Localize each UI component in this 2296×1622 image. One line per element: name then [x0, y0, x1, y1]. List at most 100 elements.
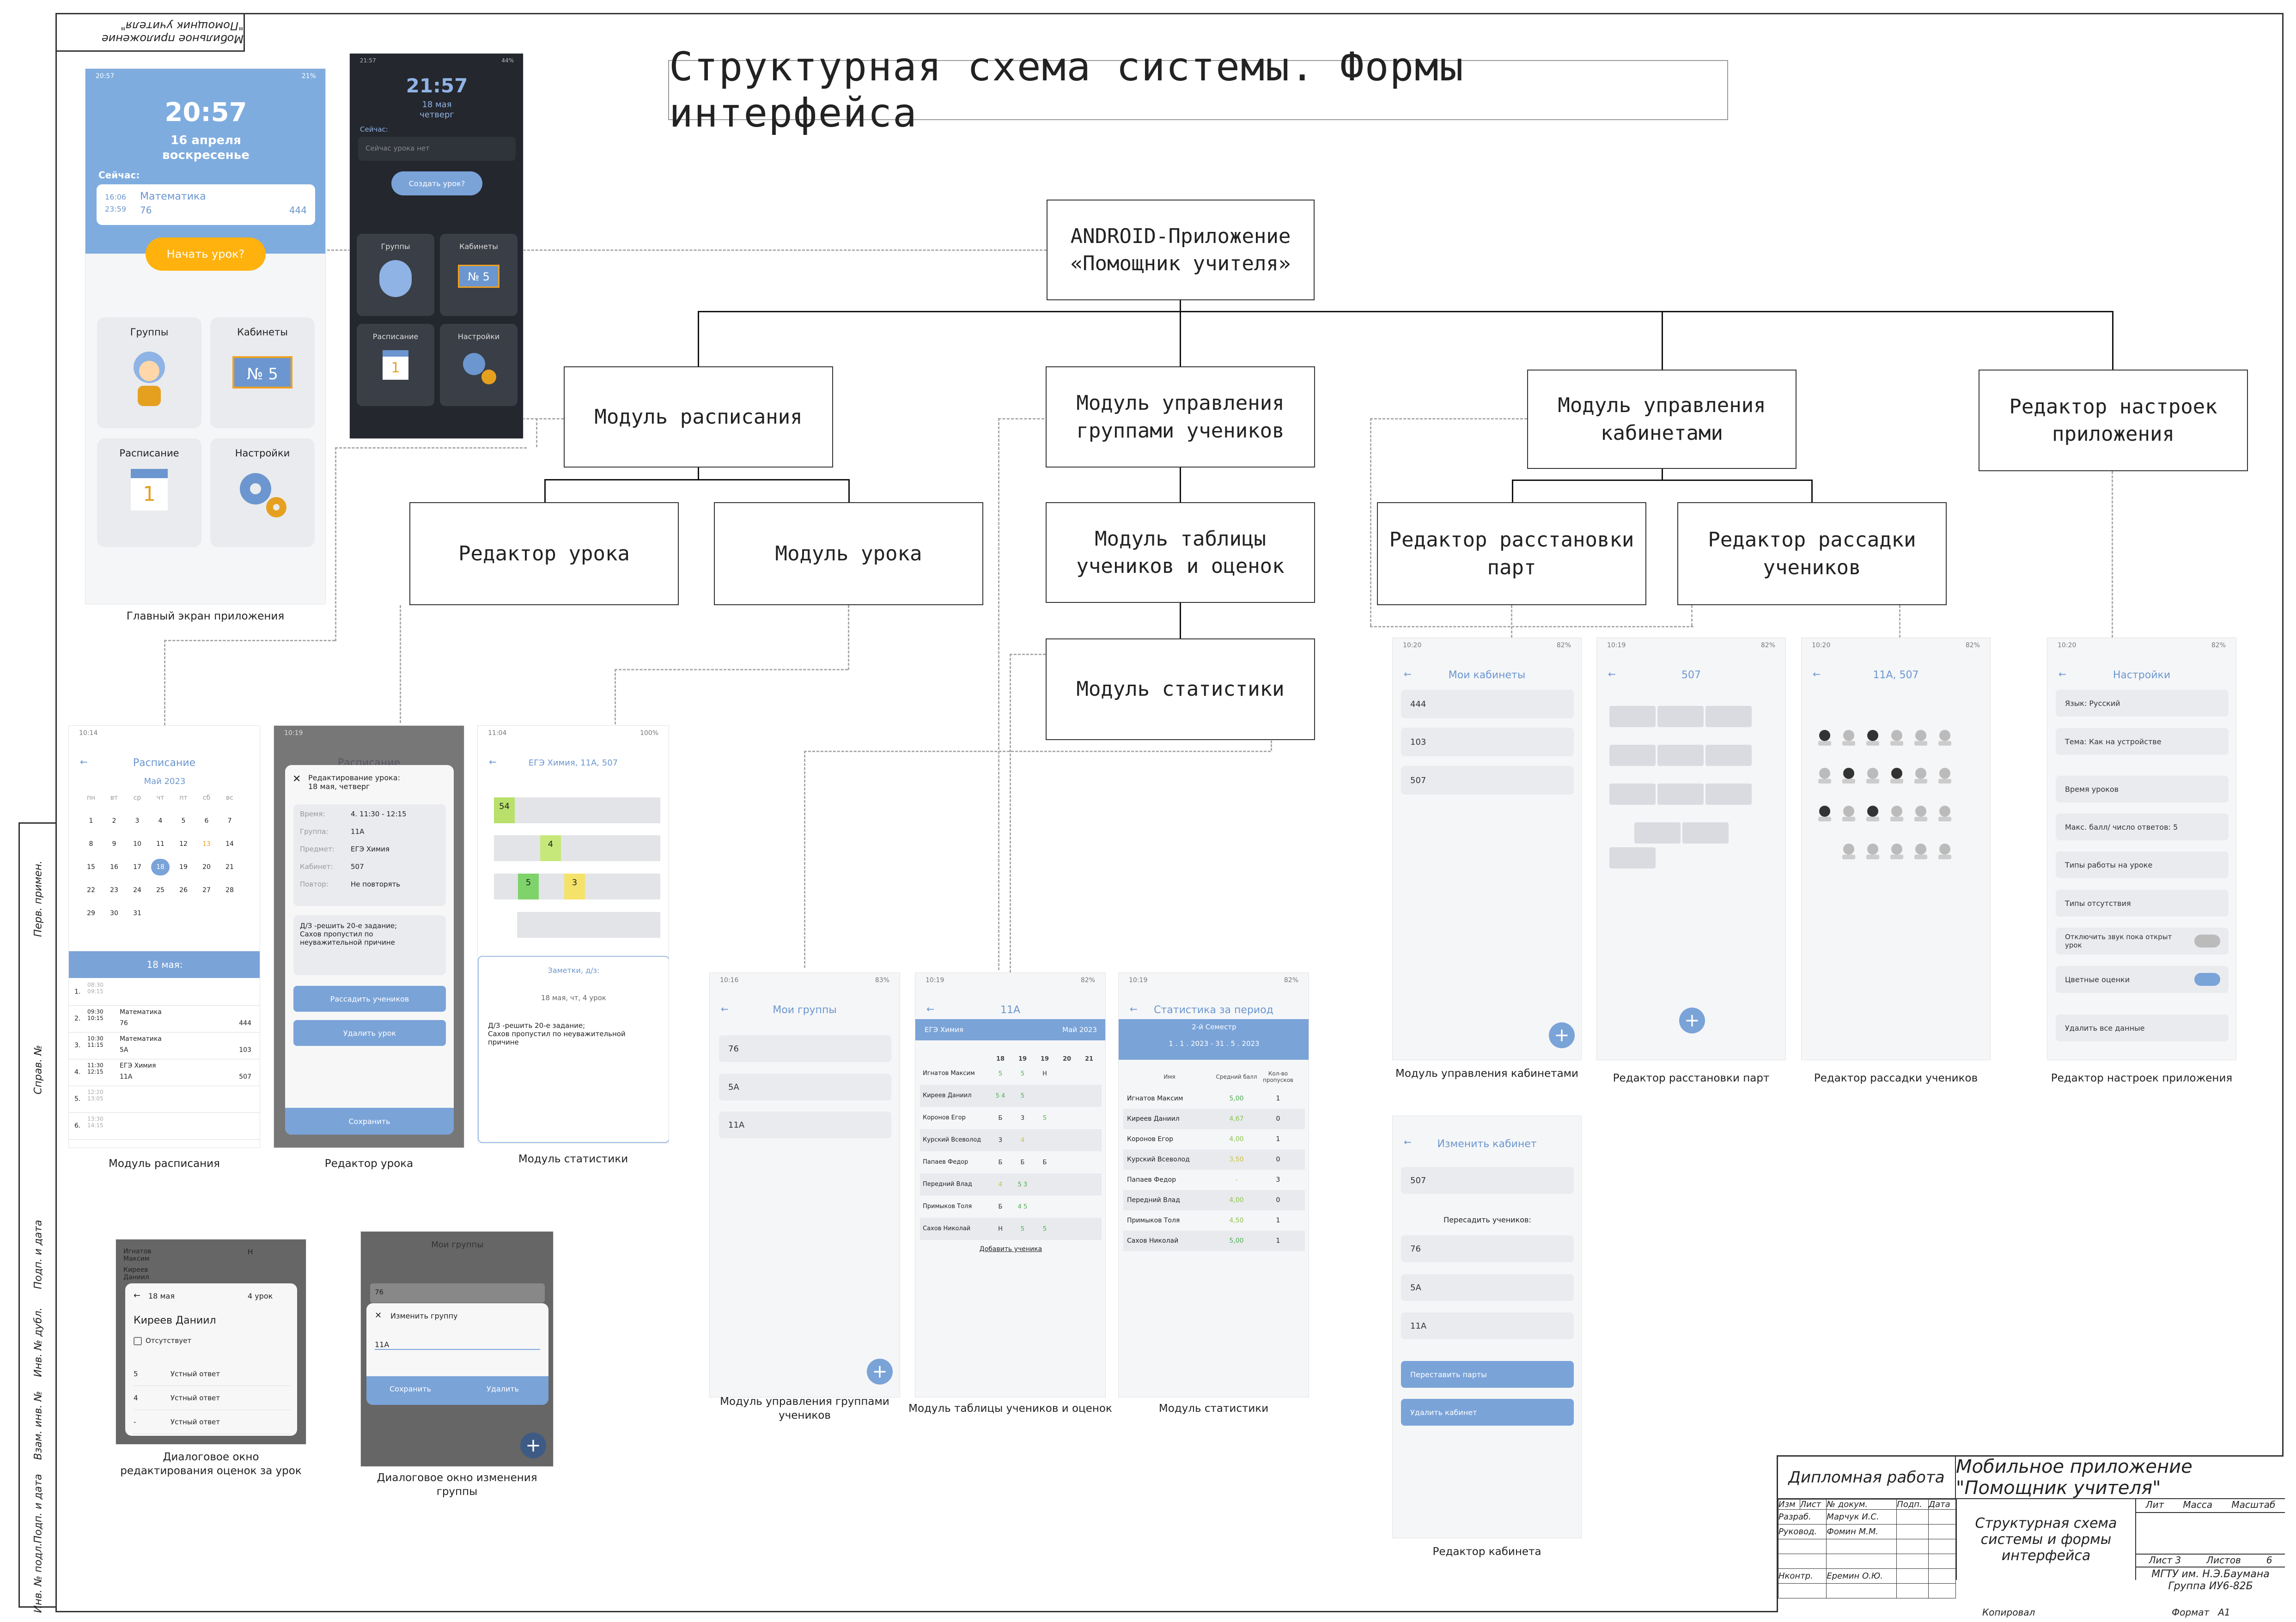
grade-cell[interactable]: Н: [998, 1225, 1003, 1233]
grade-cell[interactable]: 5: [1042, 1114, 1047, 1122]
desk[interactable]: [1682, 822, 1729, 844]
calendar-day[interactable]: 30: [110, 910, 118, 917]
seat-icon[interactable]: [1936, 766, 1954, 784]
seat-icon[interactable]: [1864, 766, 1882, 784]
setting-work-types[interactable]: Типы работы на уроке: [2056, 851, 2229, 878]
setting-max-grade[interactable]: Макс. балл/ число ответов: 5: [2056, 814, 2229, 840]
seat-icon[interactable]: [1864, 728, 1882, 747]
colored-grades-toggle[interactable]: [2194, 973, 2220, 986]
grade-cell[interactable]: 4: [998, 1181, 1003, 1188]
calendar-day[interactable]: 3: [135, 817, 140, 825]
grade-cell[interactable]: 5: [1042, 1225, 1047, 1233]
calendar-day[interactable]: 7: [227, 817, 232, 825]
create-lesson-button[interactable]: Создать урок?: [391, 171, 482, 195]
group-item[interactable]: 5А: [1401, 1274, 1574, 1301]
lesson-field[interactable]: Время:4. 11:30 - 12:15: [300, 810, 439, 827]
calendar-day[interactable]: 31: [133, 910, 141, 917]
seat-icon[interactable]: [1864, 842, 1882, 860]
seat-icon[interactable]: [1912, 804, 1930, 822]
desk[interactable]: [1705, 745, 1752, 766]
grade-cell[interactable]: 3: [998, 1136, 1003, 1144]
lesson-row[interactable]: 5.12:20 13:05: [69, 1086, 260, 1113]
grade-cell[interactable]: Б: [1020, 1159, 1025, 1166]
grade-cell[interactable]: 5 3: [1017, 1181, 1028, 1188]
seat-icon[interactable]: [1888, 766, 1906, 784]
move-desks-button[interactable]: Переставить парты: [1401, 1361, 1574, 1388]
calendar-day[interactable]: 26: [179, 887, 188, 894]
cabinet-name-field[interactable]: 507: [1401, 1167, 1574, 1194]
back-arrow-icon[interactable]: ←: [1404, 1136, 1412, 1148]
add-room-button[interactable]: +: [1549, 1022, 1575, 1048]
calendar-day[interactable]: 19: [179, 863, 188, 871]
desk[interactable]: [1609, 706, 1656, 727]
calendar-day[interactable]: 27: [202, 887, 211, 894]
seat-icon[interactable]: [1888, 728, 1906, 747]
checkbox-icon[interactable]: [134, 1336, 142, 1345]
desk-grid[interactable]: [1608, 705, 1766, 871]
add-group-button[interactable]: +: [867, 1359, 893, 1385]
lesson-field[interactable]: Кабинет:507: [300, 863, 439, 880]
group-item[interactable]: 5А: [719, 1074, 891, 1100]
group-item[interactable]: 11А: [719, 1112, 891, 1138]
room-item[interactable]: 103: [1401, 728, 1574, 756]
calendar-day[interactable]: 2: [112, 817, 116, 825]
calendar-day[interactable]: 13: [202, 840, 211, 848]
mute-toggle[interactable]: [2194, 935, 2220, 948]
lesson-field[interactable]: Группа:11А: [300, 827, 439, 845]
calendar-day[interactable]: 16: [110, 863, 118, 871]
calendar-day[interactable]: 11: [156, 840, 164, 848]
setting-theme[interactable]: Тема: Как на устройстве: [2056, 728, 2229, 755]
grade-cell[interactable]: Б: [998, 1203, 1003, 1210]
close-icon[interactable]: ✕: [292, 773, 301, 785]
desk[interactable]: [1657, 706, 1704, 727]
back-arrow-icon[interactable]: ←: [1404, 668, 1412, 680]
lesson-field[interactable]: Предмет:ЕГЭ Химия: [300, 845, 439, 863]
setting-language[interactable]: Язык: Русский: [2056, 690, 2229, 717]
back-arrow-icon[interactable]: ←: [1608, 668, 1616, 680]
grade-cell[interactable]: 5: [1020, 1070, 1025, 1077]
delete-button[interactable]: Удалить: [487, 1385, 519, 1393]
calendar-day[interactable]: 29: [87, 910, 95, 917]
calendar-day[interactable]: 24: [133, 887, 141, 894]
seat-icon[interactable]: [1815, 804, 1834, 822]
calendar-day[interactable]: 4: [158, 817, 163, 825]
back-arrow-icon[interactable]: ←: [134, 1291, 141, 1300]
calendar-day[interactable]: 15: [87, 863, 95, 871]
grade-cell[interactable]: 4: [1020, 1136, 1025, 1144]
seat-icon[interactable]: [1839, 766, 1858, 784]
seat-icon[interactable]: [1815, 728, 1834, 747]
grade-cell[interactable]: 4 5: [1017, 1203, 1028, 1210]
seat-icon[interactable]: [1912, 766, 1930, 784]
grade-cell[interactable]: 5 4: [995, 1092, 1005, 1100]
grade-cell[interactable]: 5: [1020, 1092, 1025, 1100]
seat-icon[interactable]: [1912, 842, 1930, 860]
delete-lesson-button[interactable]: Удалить урок: [293, 1020, 446, 1046]
setting-mute[interactable]: Отключить звук пока открыт урок: [2056, 928, 2229, 954]
calendar-day[interactable]: 17: [133, 863, 141, 871]
back-arrow-icon[interactable]: ←: [2058, 668, 2066, 680]
desk[interactable]: [1609, 745, 1656, 766]
calendar-day[interactable]: 18: [151, 859, 170, 875]
seat-icon[interactable]: [1839, 842, 1858, 860]
group-item[interactable]: 76: [719, 1035, 891, 1062]
back-arrow-icon[interactable]: ←: [1813, 668, 1821, 680]
setting-absence-types[interactable]: Типы отсутствия: [2056, 890, 2229, 917]
desk[interactable]: [1705, 706, 1752, 727]
seat-students-button[interactable]: Рассадить учеников: [293, 986, 446, 1012]
back-arrow-icon[interactable]: ←: [721, 1003, 729, 1015]
calendar-day[interactable]: 6: [204, 817, 209, 825]
desk[interactable]: [1609, 784, 1656, 805]
calendar-day[interactable]: 22: [87, 887, 95, 894]
seat-icon[interactable]: [1912, 728, 1930, 747]
group-item[interactable]: 11А: [1401, 1312, 1574, 1339]
dialog-lesson[interactable]: 4 урок: [248, 1292, 273, 1300]
seat-icon[interactable]: [1936, 728, 1954, 747]
group-name-field[interactable]: 11А: [375, 1340, 540, 1350]
calendar-day[interactable]: 9: [112, 840, 116, 848]
